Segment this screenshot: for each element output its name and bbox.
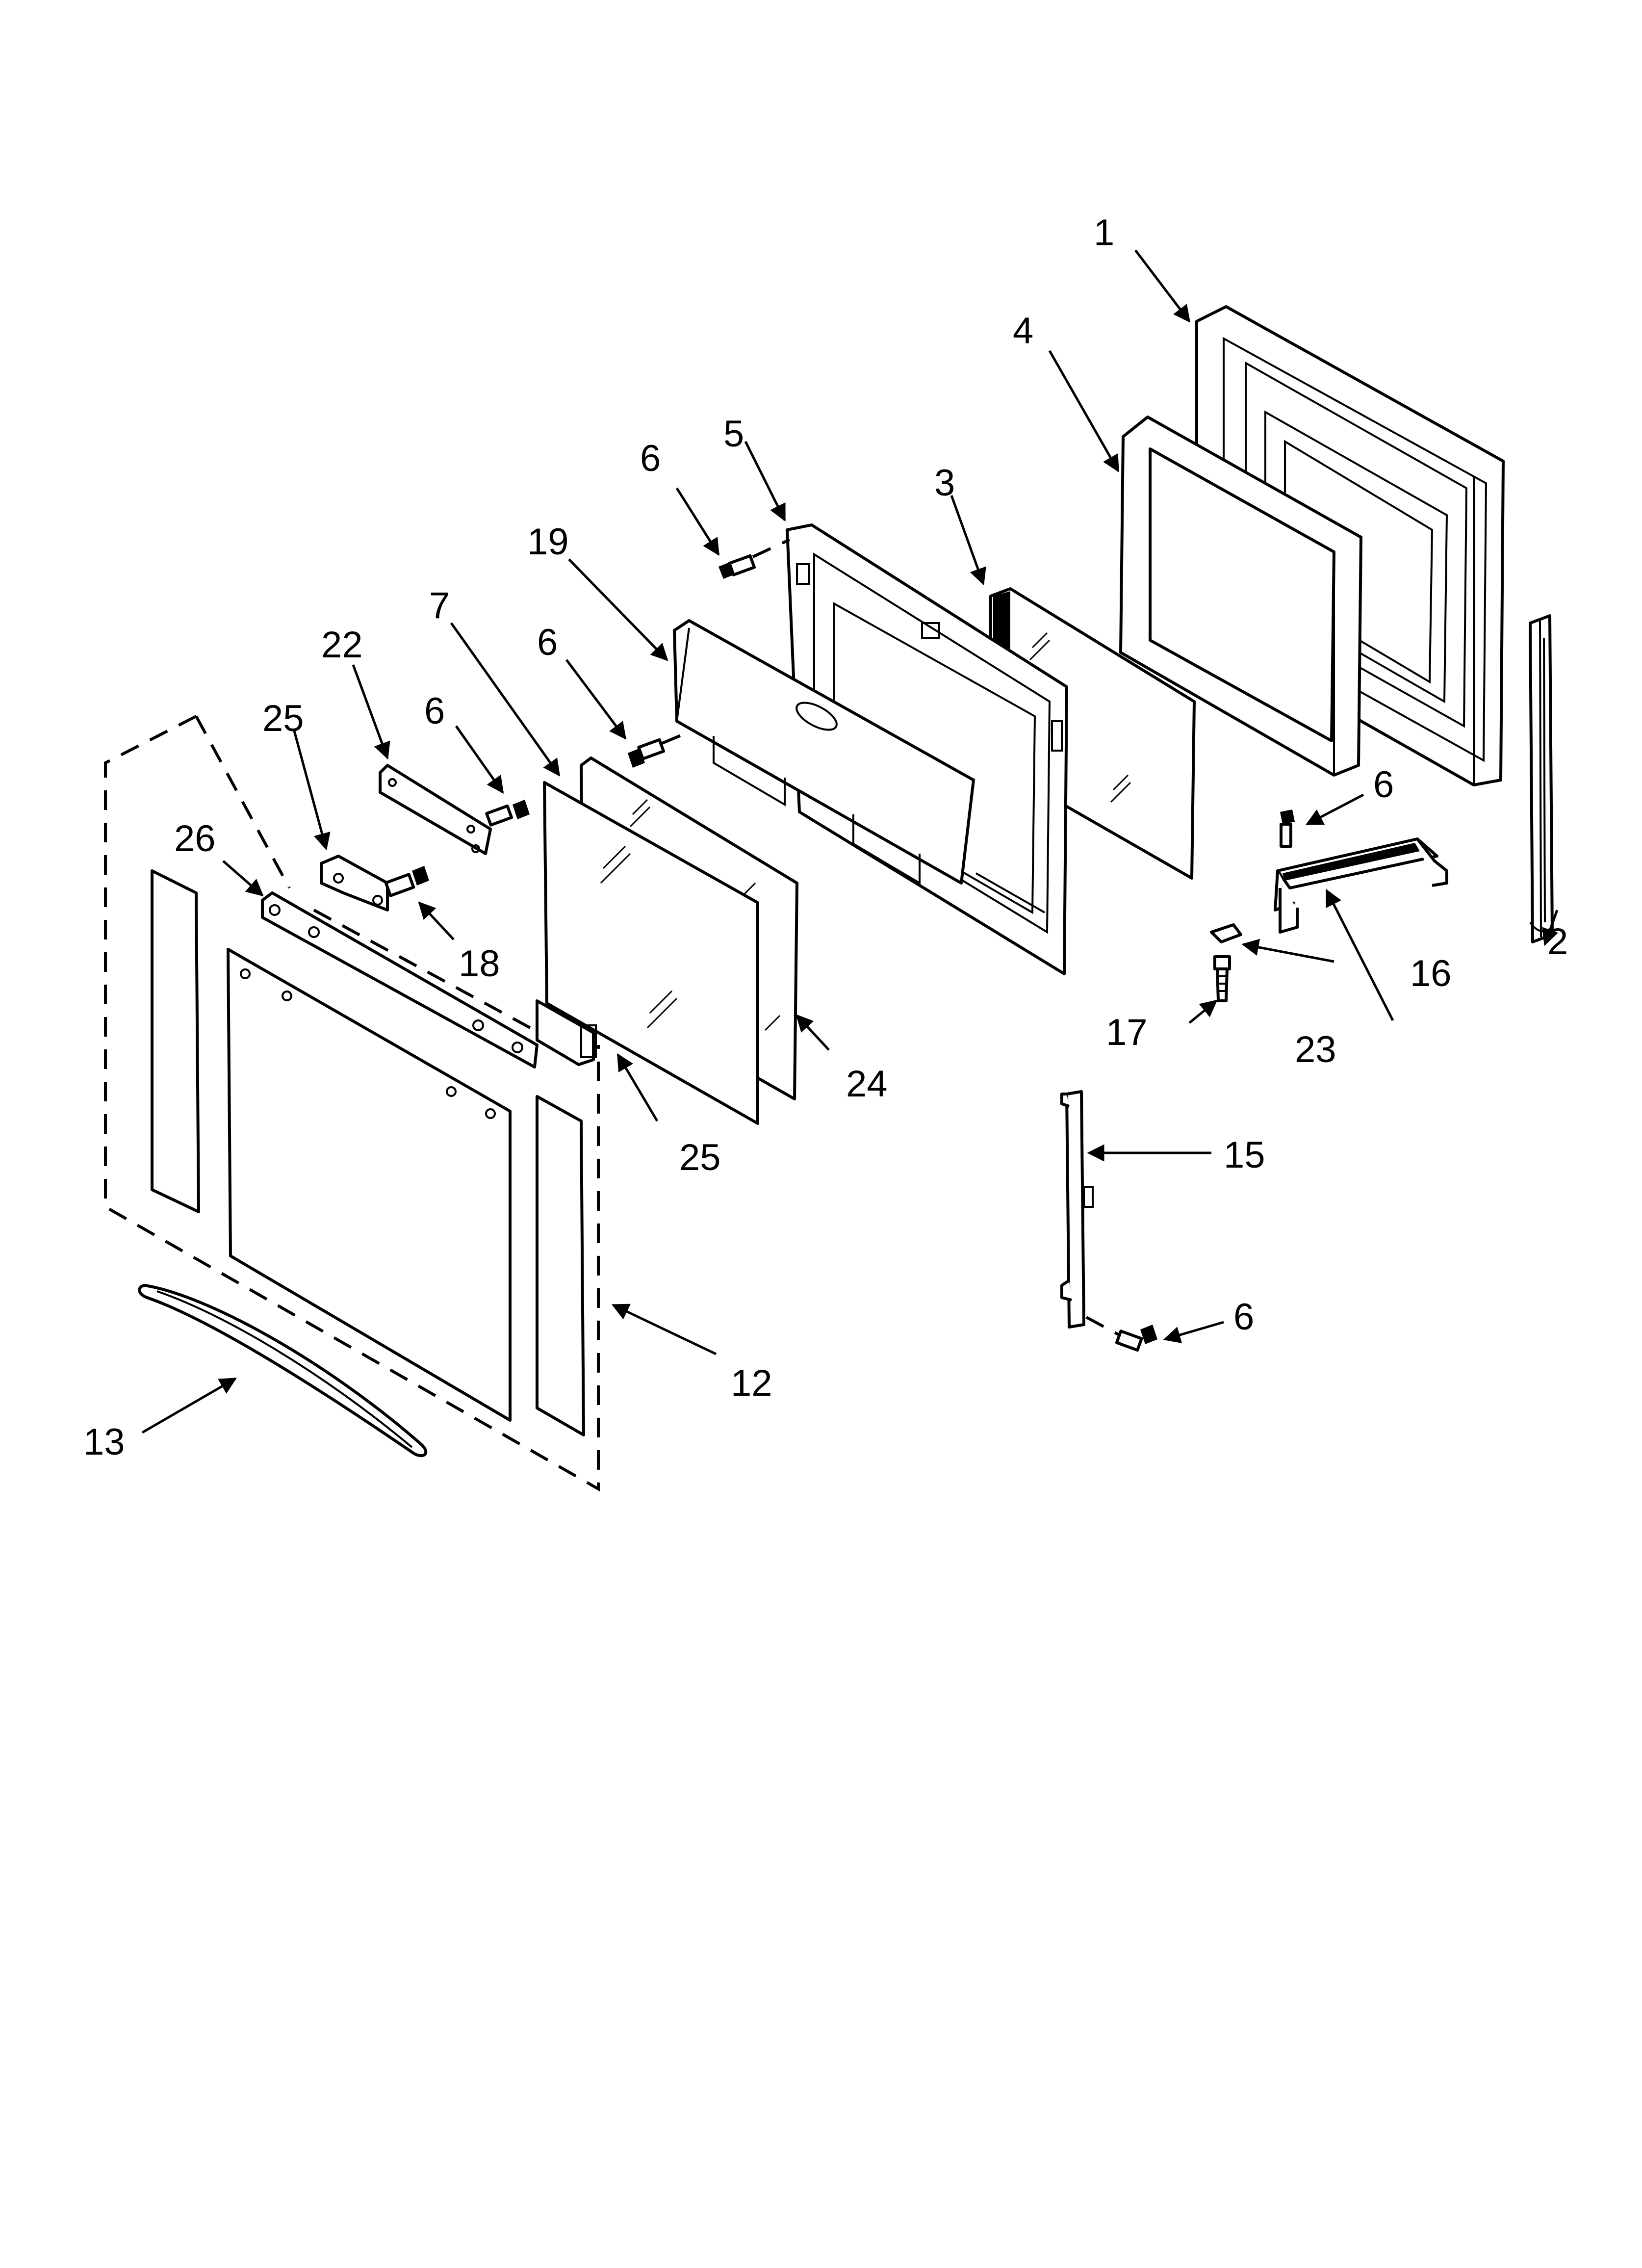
- callout-6-middle: 6: [537, 622, 558, 663]
- callout-17: 17: [1106, 1012, 1148, 1053]
- screw-6-top: [718, 538, 791, 579]
- screw-6-right: [1280, 809, 1295, 848]
- part-12-outer-door-assembly: [104, 715, 600, 1492]
- callout-7: 7: [429, 585, 450, 626]
- callout-6-top: 6: [640, 438, 661, 479]
- callout-12: 12: [731, 1362, 772, 1404]
- part-22-bracket: [379, 764, 492, 855]
- callout-2: 2: [1547, 921, 1568, 963]
- callout-16: 16: [1410, 953, 1452, 994]
- part-2-side-trim: [1529, 614, 1554, 943]
- callout-19: 19: [527, 521, 569, 563]
- callout-labels: 1 4 5 3 6 19 6 7 22 6 25 26 18 24 25 6 2…: [83, 212, 1568, 1463]
- part-15-rail: [1060, 1090, 1094, 1329]
- leader-lines: [141, 249, 1559, 1434]
- part-19-heat-shield: [673, 619, 975, 885]
- part-4-door-frame: [1119, 416, 1362, 777]
- part-7-front-glass: [543, 781, 759, 1125]
- callout-25-lower: 25: [679, 1137, 721, 1178]
- callout-23: 23: [1295, 1029, 1336, 1070]
- callout-13: 13: [83, 1421, 125, 1463]
- part-26-top-trim: [261, 891, 539, 1069]
- part-25-hinge-receiver-right: [536, 999, 597, 1066]
- callout-15: 15: [1224, 1134, 1265, 1176]
- part-13-handle: [138, 1284, 428, 1458]
- callout-18: 18: [459, 943, 500, 985]
- screw-6-middle: [628, 730, 693, 768]
- callout-4: 4: [1013, 310, 1033, 352]
- callout-3: 3: [934, 462, 955, 504]
- callout-1: 1: [1094, 212, 1114, 254]
- callout-24: 24: [846, 1063, 888, 1105]
- screw-6-bracket: [485, 800, 530, 827]
- screw-6-bottom: [1085, 1316, 1157, 1352]
- callout-5: 5: [723, 413, 744, 455]
- callout-6-right: 6: [1373, 764, 1394, 806]
- screw-18: [384, 866, 429, 897]
- callout-22: 22: [321, 624, 363, 666]
- callout-25-upper: 25: [262, 698, 304, 739]
- callout-6-bracket: 6: [424, 690, 445, 732]
- part-25-hinge-receiver-left: [320, 855, 389, 912]
- part-17-screw: [1213, 955, 1231, 1002]
- callout-6-bottom: 6: [1233, 1296, 1254, 1338]
- part-23-clip: [1210, 923, 1242, 943]
- part-16-support-bracket: [1274, 837, 1448, 934]
- callout-26: 26: [174, 818, 216, 860]
